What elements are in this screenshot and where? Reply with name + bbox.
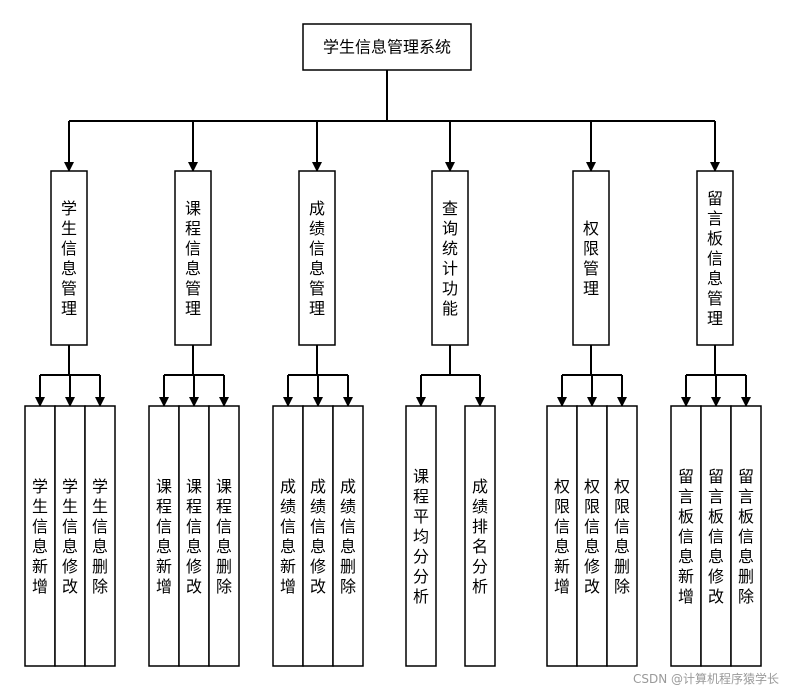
leaf-node-label: 权限信息新增 [554, 477, 570, 596]
leaf-node-label: 课程信息删除 [216, 477, 232, 596]
module-node-box [696, 170, 734, 346]
module-node-box [174, 170, 212, 346]
module-node-label: 权限管理 [583, 219, 599, 298]
leaf-node-label: 成绩信息删除 [340, 477, 356, 596]
leaf-node-label: 学生信息删除 [92, 477, 108, 596]
module-node-label: 留言板信息管理 [707, 189, 723, 328]
module-node-label: 课程信息管理 [185, 199, 201, 318]
leaf-node-label: 课程信息修改 [186, 477, 202, 596]
module-node-label: 成绩信息管理 [309, 199, 325, 318]
module-node-box [572, 170, 610, 346]
leaf-node-box [670, 405, 702, 667]
module-node-box [298, 170, 336, 346]
leaf-node-box [576, 405, 608, 667]
leaf-node-label: 成绩信息新增 [280, 477, 296, 596]
module-node-box [431, 170, 469, 346]
leaf-node-label: 成绩信息修改 [310, 477, 326, 596]
leaf-node-box [54, 405, 86, 667]
root-node-box [302, 23, 472, 71]
leaf-node-label: 学生信息修改 [62, 477, 78, 596]
leaf-node-box [730, 405, 762, 667]
leaf-node-label: 权限信息修改 [584, 477, 600, 596]
leaf-node-label: 成绩排名分析 [472, 477, 488, 596]
leaf-node-label: 课程平均分分析 [413, 467, 429, 606]
leaf-node-box [405, 405, 437, 667]
leaf-node-box [464, 405, 496, 667]
connector-lines [35, 70, 751, 407]
leaf-node-label: 留言板信息修改 [708, 467, 724, 606]
leaf-node-label: 课程信息新增 [156, 477, 172, 596]
leaf-node-box [700, 405, 732, 667]
leaf-node-box [332, 405, 364, 667]
leaf-node-label: 留言板信息新增 [678, 467, 694, 606]
module-node-box [50, 170, 88, 346]
leaf-node-box [148, 405, 180, 667]
leaf-node-label: 留言板信息删除 [738, 467, 754, 606]
diagram-nodes: 学生信息管理系统学生信息管理学生信息新增学生信息修改学生信息删除课程信息管理课程… [24, 23, 762, 667]
module-node-label: 学生信息管理 [61, 199, 77, 318]
leaf-node-box [606, 405, 638, 667]
leaf-node-label: 学生信息新增 [32, 477, 48, 596]
root-node-label: 学生信息管理系统 [323, 38, 451, 57]
watermark: CSDN @计算机程序猿学长 [632, 672, 779, 686]
module-node-label: 查询统计功能 [442, 199, 458, 318]
leaf-node-box [24, 405, 56, 667]
leaf-node-box [84, 405, 116, 667]
leaf-node-box [546, 405, 578, 667]
leaf-node-label: 权限信息删除 [614, 477, 630, 596]
leaf-node-box [208, 405, 240, 667]
